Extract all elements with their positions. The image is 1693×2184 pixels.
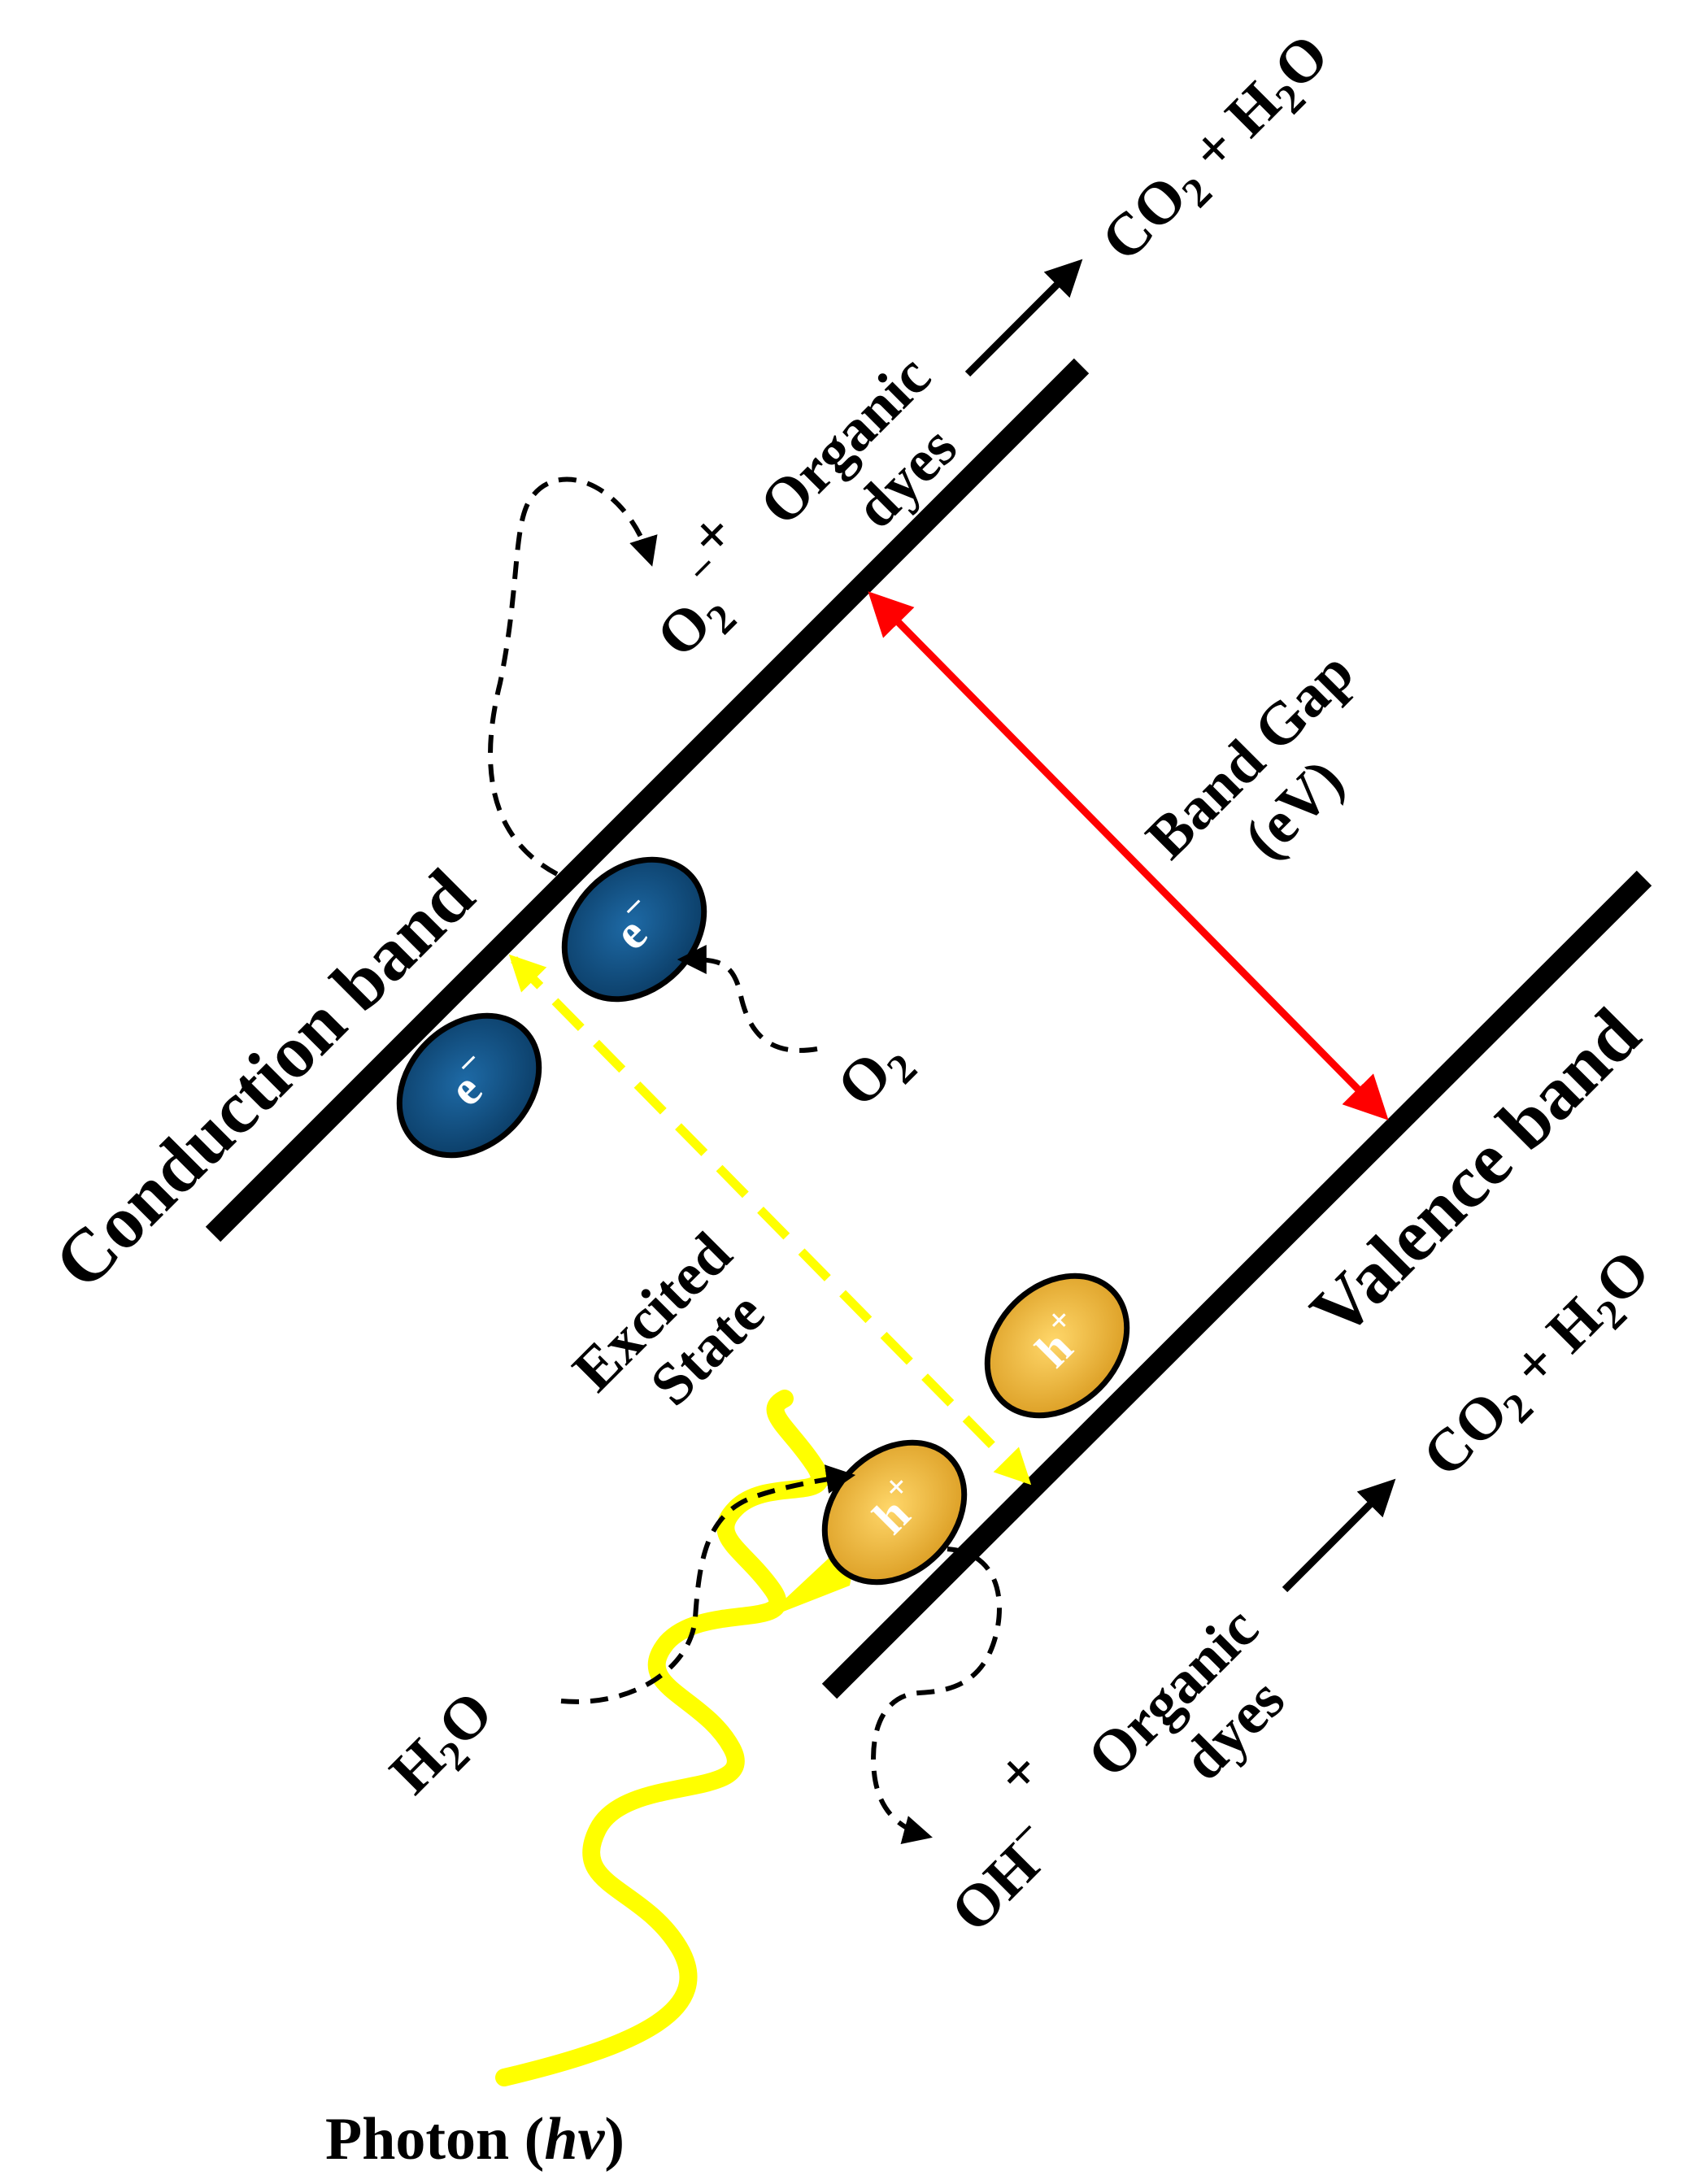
valence-plus-sign: + <box>983 1737 1055 1808</box>
photon-wave <box>495 1390 829 2086</box>
dashed-path-hole-to-hydroxyl <box>871 1547 1002 1844</box>
superoxide-label: O2− <box>630 544 763 677</box>
excitation-arrow <box>508 954 1032 1486</box>
conduction-band-line <box>205 358 1090 1242</box>
band-gap-label: Band Gap (eV) <box>1134 639 1366 872</box>
hydroxyl-label: OH− <box>933 1809 1068 1945</box>
electron-top: e− <box>561 856 707 1003</box>
oxygen-reactant-label: O2 <box>825 1025 926 1126</box>
dashed-path-h2o-to-hole <box>560 1464 856 1704</box>
dashed-path-o2-to-electron <box>677 945 818 1053</box>
photon-label: Photon (hv) <box>325 2106 625 2173</box>
conduction-organic-dyes-label: Organic dyes <box>747 342 970 542</box>
valence-organic-dyes-label: Organic dyes <box>1075 1594 1298 1794</box>
valence-product-arrow <box>1282 1478 1396 1593</box>
electron-bottom: e− <box>396 1012 542 1159</box>
excited-state-label: Excited State <box>560 1220 777 1418</box>
hole-top: h+ <box>984 1273 1130 1419</box>
hole-bottom: h+ <box>821 1439 968 1586</box>
band-gap-arrow <box>868 591 1389 1120</box>
dashed-path-electron-to-superoxide <box>488 476 658 877</box>
valence-band-line <box>821 870 1652 1699</box>
conduction-product-arrow <box>964 259 1083 377</box>
water-reactant-label: H2O <box>377 1678 512 1813</box>
conduction-products-label: CO2 + H2O <box>1089 21 1347 280</box>
valence-products-label: CO2 + H2O <box>1410 1237 1669 1495</box>
